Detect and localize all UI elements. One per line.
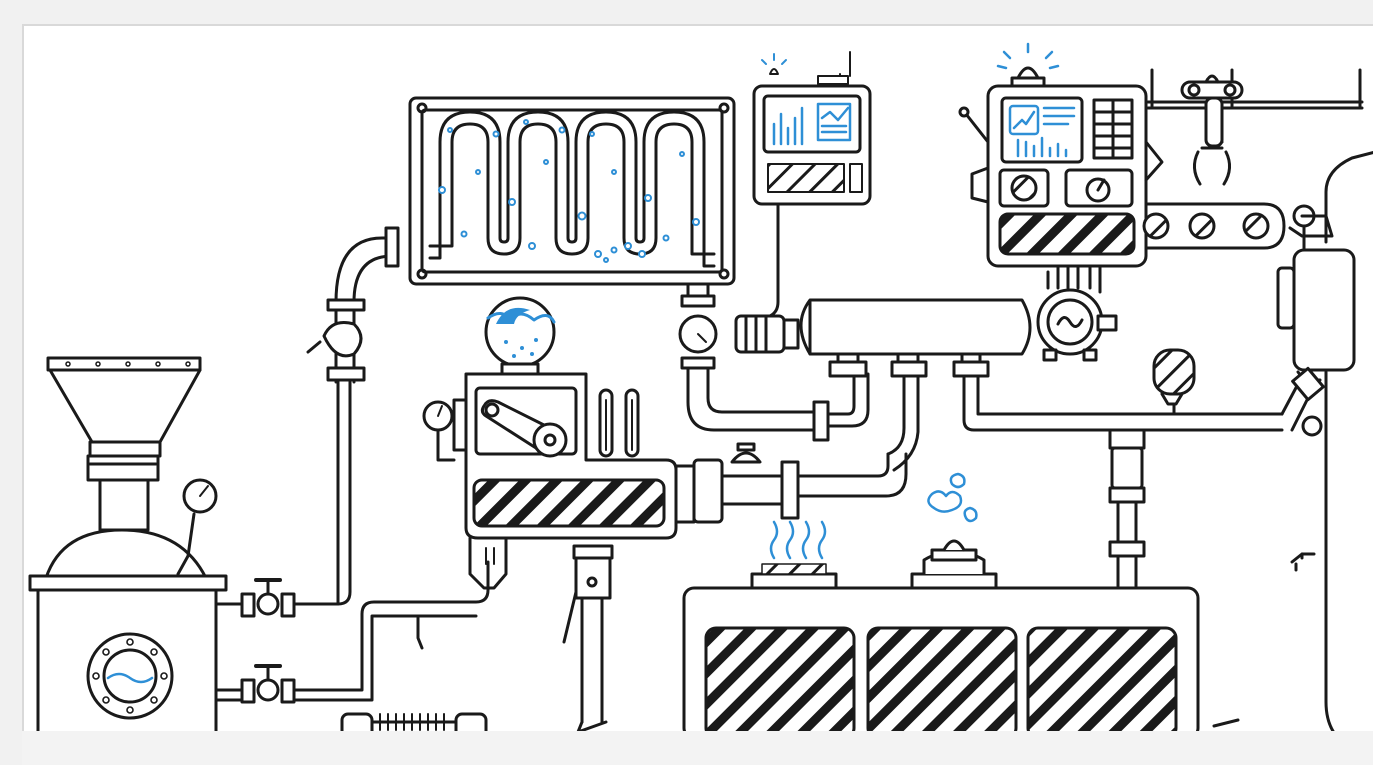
generator-icon	[1036, 262, 1118, 362]
tank-icon	[28, 528, 228, 731]
gauge-icon	[176, 478, 218, 576]
conveyor-icon	[1142, 140, 1286, 250]
steam-icon	[769, 472, 978, 560]
motor-icon	[734, 314, 800, 354]
bottom-band	[22, 731, 1373, 765]
hopper-icon	[46, 356, 202, 532]
boiler-icon	[1276, 150, 1373, 731]
factory-machinery-illustration	[28, 42, 1373, 731]
valve-icon	[240, 578, 296, 704]
illustration-frame	[22, 24, 1373, 731]
gear-machine-icon	[422, 296, 678, 590]
control-panel-icon	[958, 42, 1148, 268]
robotic-claw-icon	[1146, 68, 1364, 186]
steam-box-icon	[682, 539, 1200, 731]
coil-tank-icon	[408, 96, 736, 286]
computer-terminal-icon	[752, 51, 872, 206]
